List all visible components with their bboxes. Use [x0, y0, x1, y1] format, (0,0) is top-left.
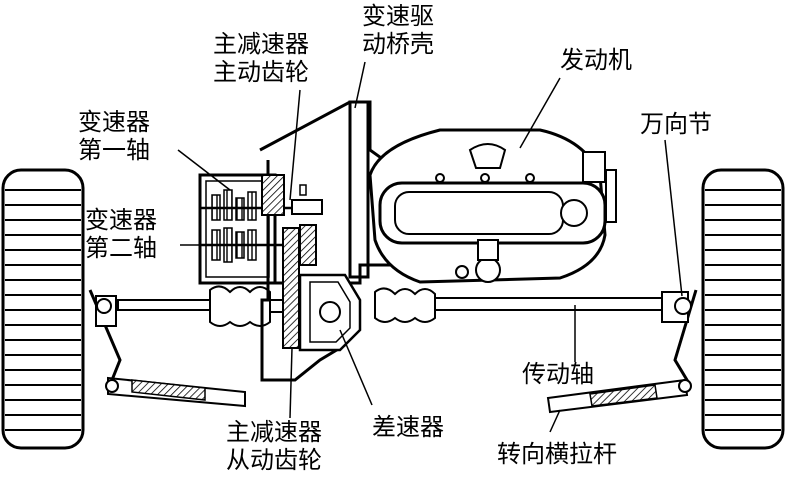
- gearbox-case: [198, 173, 320, 285]
- right-tie-rod: [546, 378, 692, 414]
- left-tie-rod: [105, 376, 246, 408]
- engine-block: [368, 128, 617, 284]
- label-drive-shaft: 传动轴: [522, 360, 594, 388]
- differential-housing: [298, 273, 362, 352]
- right-half-shaft: [374, 287, 692, 323]
- label-engine: 发动机: [560, 46, 632, 74]
- label-final-drive-driving-gear: 主减速器 主动齿轮: [213, 30, 309, 86]
- label-transaxle-housing: 变速驱 动桥壳: [362, 2, 434, 58]
- transaxle-housing: [259, 100, 406, 382]
- left-cv-boot: [209, 285, 271, 327]
- label-final-drive-driven-gear: 主减速器 从动齿轮: [226, 418, 322, 474]
- label-gearbox-second-shaft: 变速器 第二轴: [85, 206, 157, 262]
- left-wheel: [1, 168, 85, 450]
- final-drive-driven-gear: [282, 224, 317, 349]
- label-gearbox-first-shaft: 变速器 第一轴: [78, 108, 150, 164]
- label-universal-joint: 万向节: [640, 110, 712, 138]
- label-tie-rod: 转向横拉杆: [497, 440, 617, 468]
- label-differential: 差速器: [372, 413, 444, 441]
- leader-lines: [177, 61, 683, 433]
- final-drive-driving-gear: [261, 174, 323, 216]
- left-half-shaft: [95, 285, 301, 327]
- right-wheel: [701, 168, 785, 450]
